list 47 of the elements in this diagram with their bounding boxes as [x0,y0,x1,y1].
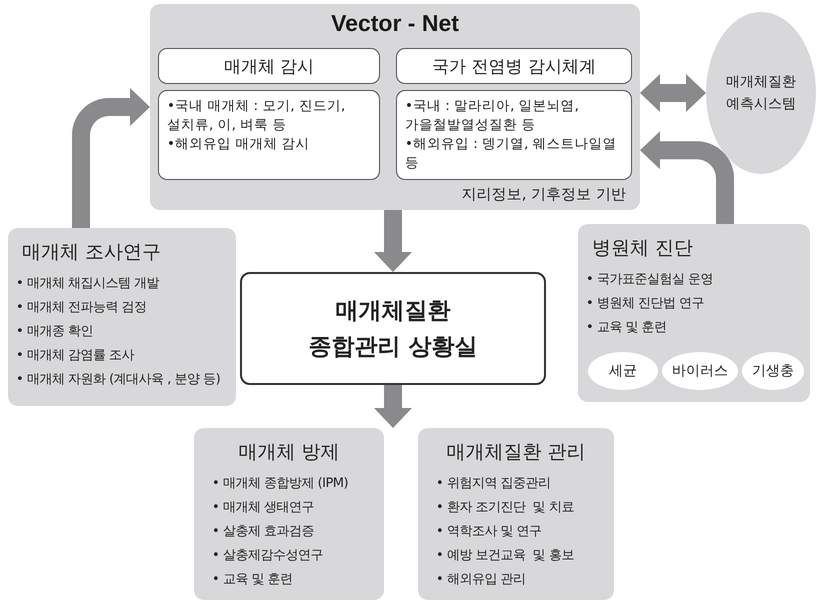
panel-title: Vector - Net [330,10,460,37]
bullet-text: • 매개종 확인 [16,323,93,341]
system-oval: 매개체질환 예측시스템 [706,12,816,174]
block-arrow [374,385,412,428]
category-oval: 기생충 [742,352,804,390]
block-arrow [72,88,150,228]
category-oval: 세균 [588,352,658,390]
topic-panel [578,224,810,402]
panel-heading: 매개체질환 관리 [446,440,586,465]
bullet-text: • 매개체 생태연구 [212,499,314,517]
bullet-text: • 병원체 진단법 연구 [586,295,704,313]
header-box: 국가 전염병 감시체계 [396,48,632,84]
bullet-text: • 매개체 자원화 (계대사육 , 분양 등) [16,371,220,389]
bullet-text: • 역학조사 및 연구 [436,523,542,541]
bullet-text: • 매개체 감염률 조사 [16,347,134,365]
bullet-text: • 교육 및 훈련 [212,571,293,589]
bullet-text: • 국가표준실험실 운영 [586,271,713,289]
topic-panel [194,428,384,600]
bullet-text: • 해외유입 관리 [436,571,526,589]
topic-panel [418,428,614,600]
bullet-text: •국내 : 말라리아, 일본뇌염, 가을철발열성질환 등 [404,97,580,135]
header-box: 매개체 감시 [158,48,380,84]
network-panel [150,4,640,210]
bullet-text: • 예방 보건교육 및 홍보 [436,547,574,565]
bullet-text: • 살충제 효과검증 [212,523,314,541]
bullet-text: • 교육 및 훈련 [586,319,667,337]
panel-heading: 매개체 방제 [238,440,340,465]
block-arrow [640,131,734,224]
center-box: 매개체질환 종합관리 상황실 [240,272,546,385]
panel-heading: 매개체 조사연구 [22,240,162,265]
block-arrow [374,210,412,272]
bullet-text: • 살충제감수성연구 [212,547,323,565]
block-arrow [640,74,706,112]
panel-note: 지리정보, 기후정보 기반 [462,185,626,204]
category-oval: 바이러스 [662,352,738,390]
bullet-text: •해외유입 : 뎅기열, 웨스트나일열 등 [404,135,618,173]
bullet-text: • 환자 조기진단 및 치료 [436,499,574,517]
topic-panel [8,228,236,406]
bullet-text: • 매개체 채집시스템 개발 [16,275,160,293]
list-box [158,90,380,180]
bullet-text: • 위험지역 집중관리 [436,475,550,493]
bullet-text: •국내 매개체 : 모기, 진드기, 설치류, 이, 벼룩 등 [166,97,346,135]
bullet-text: • 매개체 전파능력 검정 [16,299,147,317]
bullet-text: • 매개체 종합방제 (IPM) [212,475,348,493]
list-box [396,90,632,180]
bullet-text: •해외유입 매개체 감시 [166,135,311,154]
panel-heading: 병원체 진단 [592,236,694,261]
